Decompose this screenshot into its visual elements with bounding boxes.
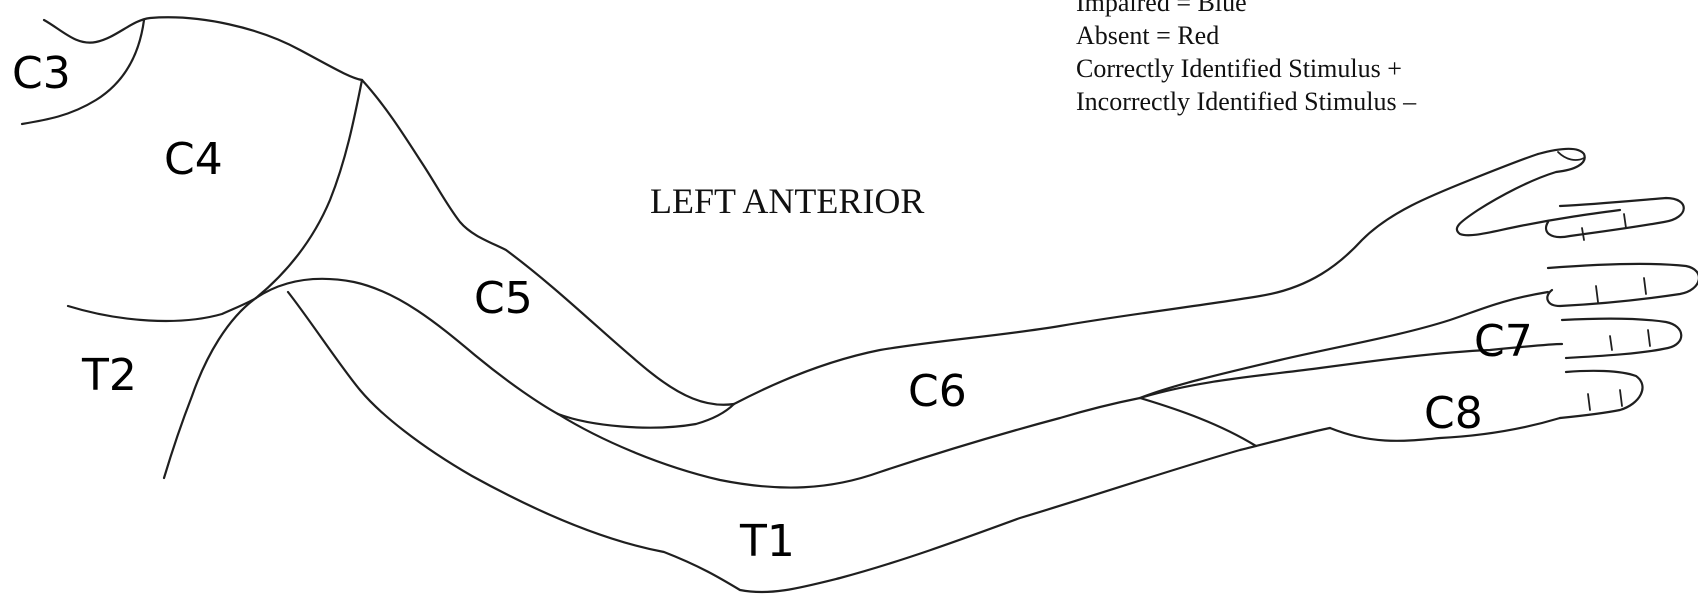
ring-finger-contour <box>1560 317 1683 360</box>
legend-item-impaired: Impaired = Blue <box>1076 0 1247 17</box>
middle-finger-contour <box>1546 262 1698 308</box>
segment-label-c7: C7 <box>1474 316 1533 367</box>
thumbnail-contour <box>1557 151 1585 161</box>
t2-lower-boundary <box>162 296 258 480</box>
view-title: LEFT ANTERIOR <box>650 181 925 221</box>
index-finger-contour <box>1544 196 1685 239</box>
finger-crease <box>1581 227 1585 241</box>
forearm-top-contour <box>732 152 1540 406</box>
hand-lower-contour <box>1328 416 1562 442</box>
legend-item-absent: Absent = Red <box>1076 21 1220 50</box>
inner-arm-t1-boundary <box>286 290 1332 594</box>
segment-label-c3: C3 <box>12 48 71 99</box>
finger-crease <box>1609 335 1613 351</box>
little-finger-contour <box>1558 369 1644 420</box>
thumb-contour <box>1455 147 1622 237</box>
c3-c4-boundary <box>20 18 146 126</box>
segment-label-t2: T2 <box>81 350 137 401</box>
wrist-c8-boundary <box>1138 396 1258 448</box>
finger-crease <box>1619 389 1623 407</box>
legend-item-correct-stimulus: Correctly Identified Stimulus + <box>1076 54 1402 83</box>
c5-c6-boundary <box>556 402 736 429</box>
c4-c5-boundary <box>254 78 364 300</box>
segment-label-t1: T1 <box>739 516 795 567</box>
c7-c8-boundary <box>1138 342 1564 400</box>
neck-top-contour <box>42 16 364 82</box>
chest-upper-contour <box>66 296 258 323</box>
legend: Impaired = Blue Absent = Red Correctly I… <box>1076 0 1416 118</box>
finger-crease <box>1587 393 1591 411</box>
legend-item-incorrect-stimulus: Incorrectly Identified Stimulus – <box>1076 87 1417 116</box>
biceps-upper-contour <box>254 277 560 416</box>
segment-label-c5: C5 <box>474 273 533 324</box>
shoulder-top-contour <box>360 78 736 406</box>
segment-label-c4: C4 <box>164 134 223 185</box>
forearm-middle-boundary <box>556 396 1142 489</box>
finger-crease <box>1643 277 1647 295</box>
segment-label-c6: C6 <box>908 366 967 417</box>
segment-label-c8: C8 <box>1424 388 1483 439</box>
c6-c7-boundary <box>1138 290 1550 400</box>
finger-crease <box>1647 329 1651 347</box>
finger-crease <box>1623 213 1627 229</box>
segment-labels: C3 C4 C5 C6 C7 C8 T1 T2 <box>12 48 1533 567</box>
finger-crease <box>1595 285 1599 303</box>
